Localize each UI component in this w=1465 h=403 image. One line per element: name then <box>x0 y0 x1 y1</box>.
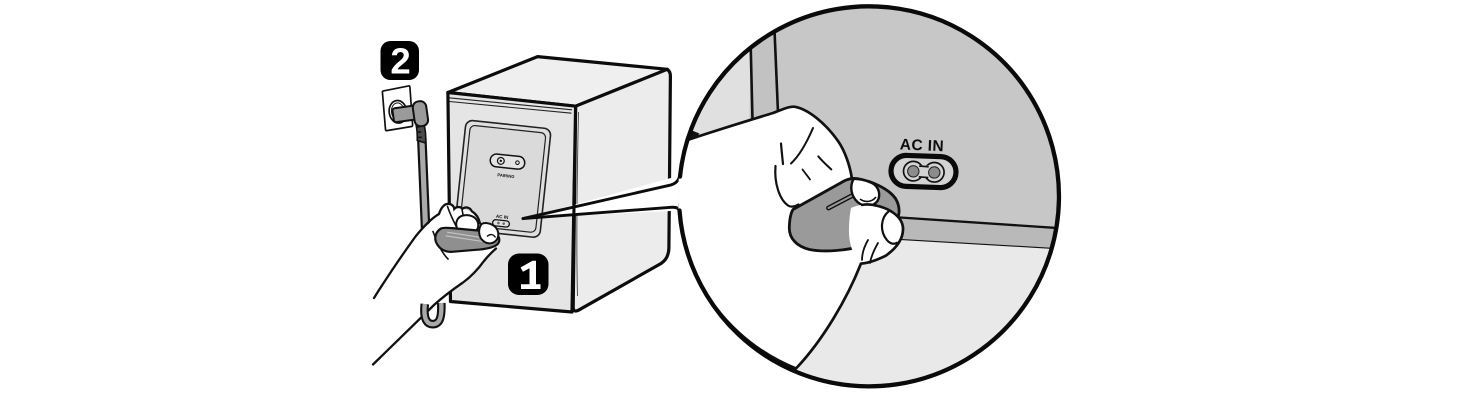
svg-text:2: 2 <box>390 41 410 82</box>
svg-text:AC IN: AC IN <box>496 214 510 220</box>
svg-text:PAIRING: PAIRING <box>497 172 515 179</box>
svg-text:AC IN: AC IN <box>900 136 945 155</box>
